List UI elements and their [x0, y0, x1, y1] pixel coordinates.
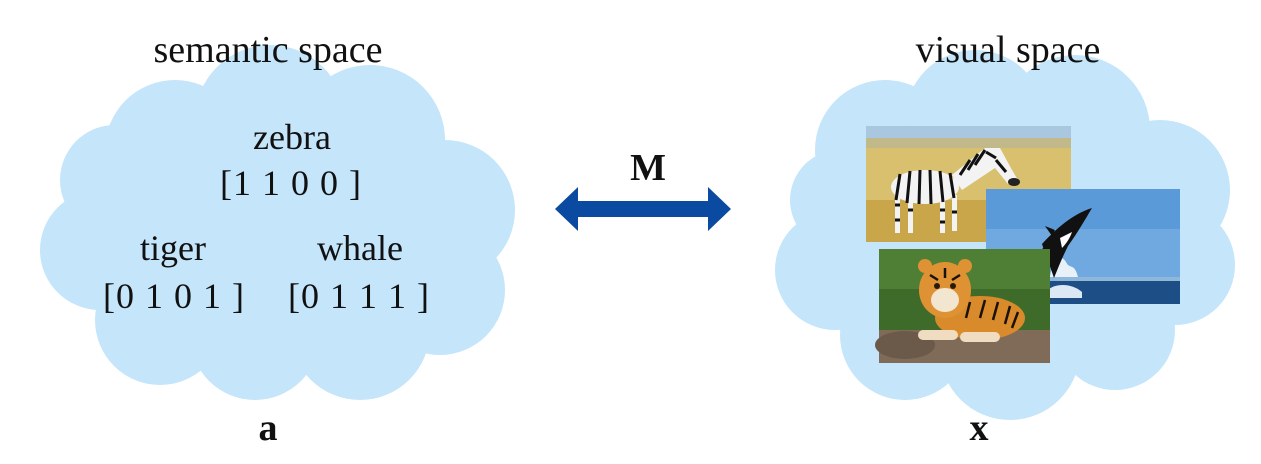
visual-variable: x — [969, 407, 989, 449]
zebra-figure — [891, 148, 1020, 233]
tiger-label: tiger — [140, 228, 206, 268]
semantic-space-title: semantic space — [153, 29, 383, 71]
tiger-vector: [0 1 0 1 ] — [103, 276, 245, 316]
semantic-variable: a — [258, 407, 278, 449]
tiger-figure — [918, 259, 1025, 342]
zebra-label: zebra — [253, 117, 331, 157]
mapping-label: M — [630, 147, 666, 189]
whale-vector: [0 1 1 1 ] — [288, 276, 430, 316]
double-arrow-icon — [555, 187, 731, 231]
whale-label: whale — [317, 228, 403, 268]
semantic-cloud — [40, 45, 515, 400]
tiger-image — [875, 249, 1050, 363]
zebra-vector: [1 1 0 0 ] — [220, 163, 362, 203]
visual-space-title: visual space — [915, 29, 1101, 71]
